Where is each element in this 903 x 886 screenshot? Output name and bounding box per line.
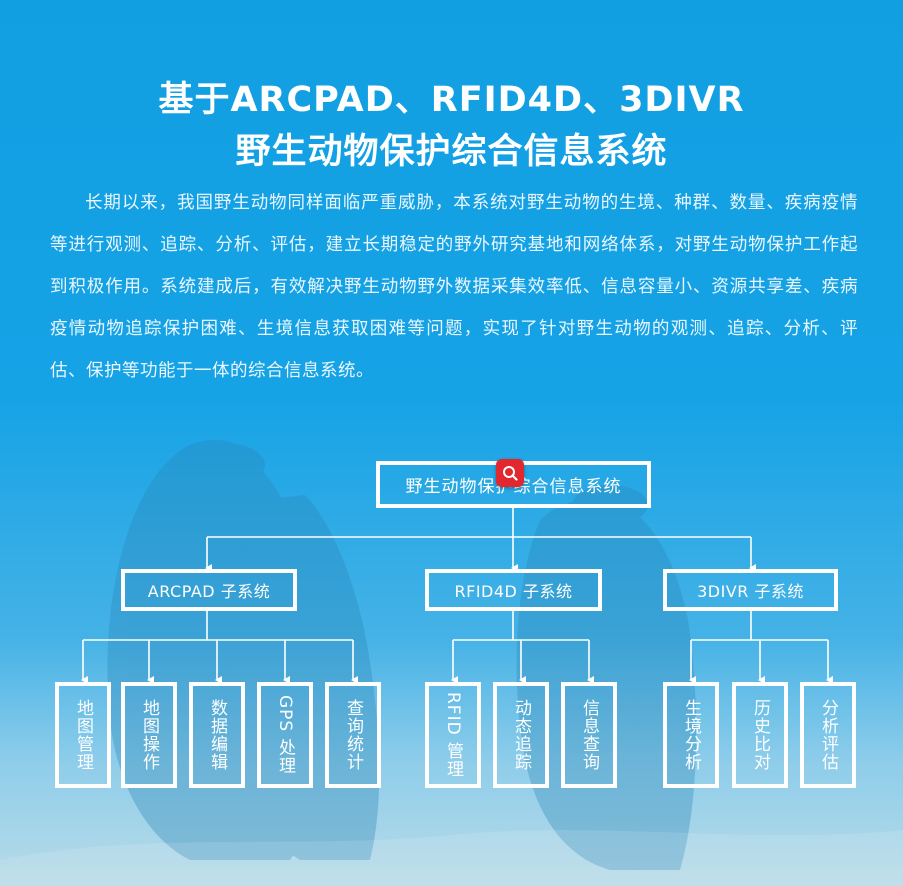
intro-paragraph: 长期以来，我国野生动物同样面临严重威胁，本系统对野生动物的生境、种群、数量、疾病… bbox=[50, 193, 858, 381]
search-icon bbox=[503, 466, 518, 481]
page-title-line-1: 基于ARCPAD、RFID4D、3DIVR bbox=[158, 80, 745, 120]
leaf-node-data-editing: 数据编辑 bbox=[189, 682, 245, 788]
leaf-node-info-query: 信息查询 bbox=[561, 682, 617, 788]
leaf-node-rfid-management: RFID 管理 bbox=[425, 682, 481, 788]
leaf-node-history-comparison: 历史比对 bbox=[732, 682, 788, 788]
subsystem-node-rfid4d: RFID4D 子系统 bbox=[425, 569, 602, 611]
leaf-node-gps-processing: GPS 处理 bbox=[257, 682, 313, 788]
page-title-line-2: 野生动物保护综合信息系统 bbox=[235, 132, 668, 172]
leaf-node-habitat-analysis: 生境分析 bbox=[663, 682, 719, 788]
leaf-node-query-statistics: 查询统计 bbox=[325, 682, 381, 788]
leaf-node-dynamic-tracking: 动态追踪 bbox=[493, 682, 549, 788]
leaf-node-map-management: 地图管理 bbox=[55, 682, 111, 788]
subsystem-node-arcpad: ARCPAD 子系统 bbox=[121, 569, 297, 611]
leaf-node-map-operation: 地图操作 bbox=[121, 682, 177, 788]
subsystem-node-3divr: 3DIVR 子系统 bbox=[663, 569, 838, 611]
leaf-node-analysis-evaluation: 分析评估 bbox=[800, 682, 856, 788]
search-badge-button[interactable] bbox=[496, 459, 524, 487]
